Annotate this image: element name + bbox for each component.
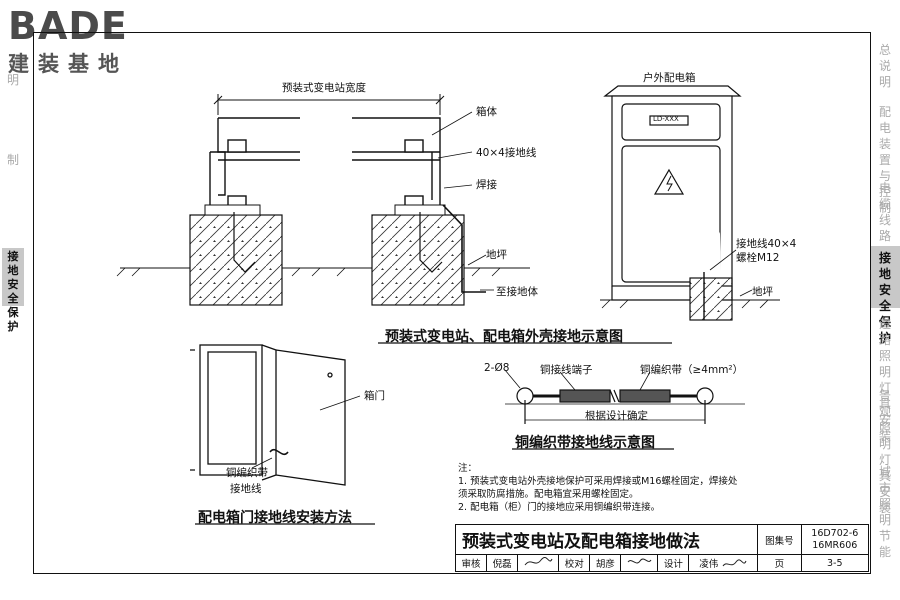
- notes-block: 注： 1. 预装式变电站外壳接地保护可采用焊接或M16螺栓固定，焊接处 须采取防…: [458, 462, 788, 514]
- review-label: 审核: [454, 554, 488, 572]
- label-ground-surface: 地坪: [486, 249, 507, 261]
- check-label: 校对: [558, 554, 591, 572]
- substation-left-wall: [209, 117, 300, 209]
- label-to-grounding-body: 至接地体: [496, 286, 538, 298]
- substation-right-foundation: [371, 214, 465, 306]
- note-line-2: 须采取防腐措施。配电箱宜采用螺栓固定。: [458, 489, 639, 500]
- tab-road-lighting[interactable]: 道路照明灯具安装: [878, 317, 891, 443]
- label-braid-spec: 铜编织带（≥4mm²）: [640, 364, 744, 376]
- braid-drawing: [505, 387, 745, 424]
- reviewer-signature: [517, 554, 560, 572]
- substation-width-dimension: [213, 94, 445, 115]
- label-terminal: 铜接线端子: [540, 364, 593, 376]
- label-ground-wire: 40×4接地线: [476, 147, 537, 159]
- page-label: 页: [757, 554, 802, 572]
- note-line-3: 2. 配电箱（柜）门的接地应采用铜编织带连接。: [458, 502, 661, 513]
- box-door-drawing: [190, 344, 346, 486]
- designer-name: 凌伟: [688, 554, 759, 572]
- label-length: 根据设计确定: [585, 410, 648, 422]
- tab-grounding-safety[interactable]: 接地安全保护: [870, 246, 900, 345]
- caption-fig1: 预装式变电站、配电箱外壳接地示意图: [385, 329, 623, 345]
- drawing-title: 预装式变电站及配电箱接地做法: [454, 524, 759, 555]
- page-number: 3-5: [800, 554, 870, 572]
- substation-right-wall: [352, 117, 441, 209]
- tab-cable-lines[interactable]: 电缆线路: [878, 181, 891, 243]
- label-ground-line: 接地线: [230, 483, 262, 495]
- label-ground-surface-2: 地坪: [752, 286, 773, 298]
- reviewer-name: 倪磊: [486, 554, 519, 572]
- checker-signature: [620, 554, 659, 572]
- notes-title: 注：: [458, 463, 478, 474]
- label-substation-width: 预装式变电站宽度: [282, 82, 366, 94]
- caption-fig2: 配电箱门接地线安装方法: [198, 510, 352, 526]
- design-label: 设计: [657, 554, 690, 572]
- label-box-door: 箱门: [364, 390, 385, 402]
- atlas-label: 图集号: [757, 524, 802, 555]
- label-bolt: 螺栓M12: [736, 252, 780, 264]
- tab-general-notes[interactable]: 总说明: [878, 43, 891, 89]
- bade-logo: BADE 建装基地: [8, 4, 158, 76]
- tab-urban-lighting-energy[interactable]: 城市照明节能: [878, 465, 891, 559]
- tab-landscape-lighting[interactable]: 景观照明灯具安装: [878, 389, 891, 515]
- left-tab-grounding[interactable]: 接地安全保护: [2, 248, 24, 333]
- outdoor-distribution-box: [603, 85, 742, 301]
- logo-brand: BADE: [8, 4, 128, 48]
- substation-left-foundation: [189, 214, 283, 306]
- ground-wire-40x4: [442, 204, 486, 293]
- drawing-frame: [33, 32, 871, 574]
- label-hole: 2-Ø8: [484, 362, 510, 374]
- label-ground-wire-2: 接地线40×4: [736, 238, 797, 250]
- tab-distribution-control[interactable]: 配电装置与控制: [878, 105, 891, 215]
- label-box-tag: LD-XXX: [653, 115, 679, 123]
- logo-subtitle: 建装基地: [8, 52, 128, 76]
- label-copper-braid: 铜编织带: [226, 467, 268, 479]
- left-tab-fragment-1[interactable]: 明: [6, 73, 19, 87]
- label-outdoor-box: 户外配电箱: [643, 72, 696, 84]
- box-foundation: [689, 277, 733, 321]
- caption-fig3: 铜编织带接地线示意图: [515, 435, 655, 451]
- checker-name: 胡彦: [589, 554, 622, 572]
- note-line-1: 1. 预装式变电站外壳接地保护可采用焊接或M16螺栓固定，焊接处: [458, 476, 738, 487]
- label-weld: 焊接: [476, 179, 497, 191]
- left-tab-fragment-2[interactable]: 制: [6, 153, 19, 167]
- label-box-body: 箱体: [476, 106, 497, 118]
